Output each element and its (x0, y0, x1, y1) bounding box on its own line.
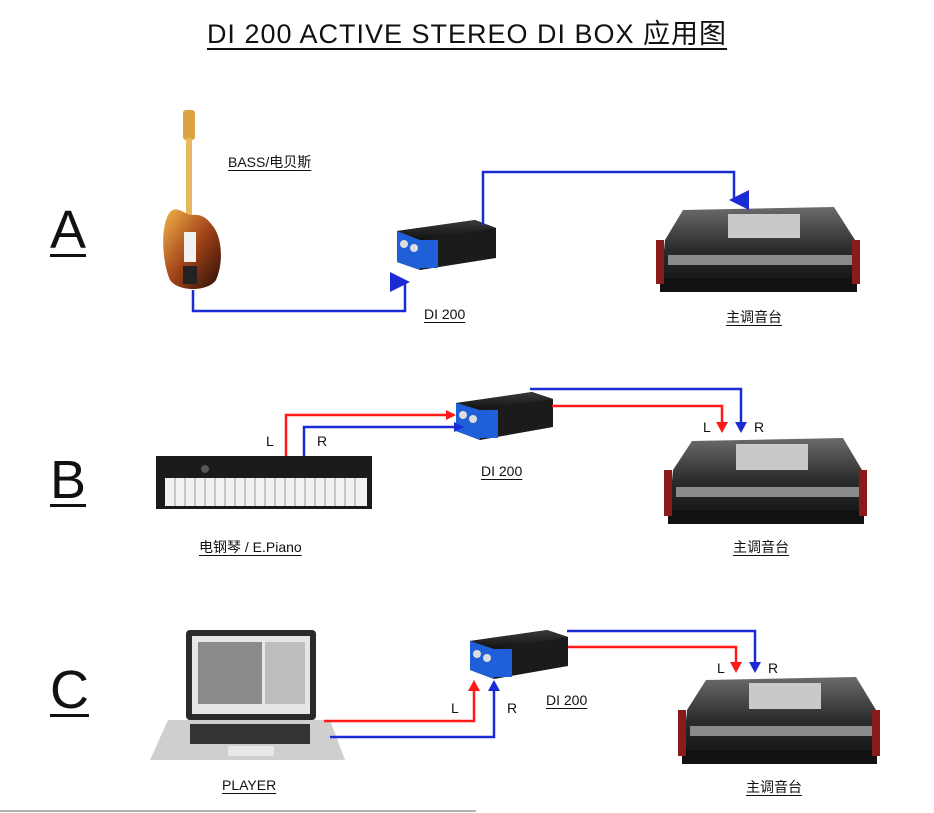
wire-b-console-left-arrowhead (716, 422, 728, 433)
wire-c-di-right-to-console (567, 629, 757, 663)
wire-c-console-left-arrowhead (730, 662, 742, 673)
section-b-letter: B (50, 450, 87, 510)
console-c-right-label: R (768, 660, 779, 676)
console-c-label: 主调音台 (746, 779, 802, 795)
di-c-label: DI 200 (546, 692, 588, 708)
bass-label: BASS/电贝斯 (228, 154, 312, 170)
laptop-right-label: R (507, 700, 518, 716)
console-c-image (678, 677, 880, 764)
keyboard-left-label: L (266, 433, 274, 449)
wire-b-console-right-arrowhead (735, 422, 747, 433)
di-a-label: DI 200 (424, 306, 466, 322)
wire-b-di-right-to-console (530, 387, 743, 423)
wire-c-right-arrowhead (488, 680, 500, 691)
wire-b-left-to-di (284, 413, 454, 456)
console-b-image (664, 438, 867, 524)
wire-b-left-arrowhead (446, 410, 456, 420)
wire-c-left-to-di (324, 690, 476, 723)
laptop-left-label: L (451, 700, 459, 716)
console-a-label: 主调音台 (726, 309, 782, 325)
keyboard-image (156, 456, 372, 509)
console-c-left-label: L (717, 660, 725, 676)
player-label: PLAYER (222, 777, 277, 793)
page-title: DI 200 ACTIVE STEREO DI BOX 应用图 (206, 19, 728, 49)
di-b-label: DI 200 (481, 463, 523, 479)
console-b-right-label: R (754, 419, 765, 435)
bass-guitar-image (163, 110, 221, 289)
wire-a-bass-to-di (191, 272, 410, 313)
section-a-letter: A (50, 200, 87, 260)
console-a-image (656, 207, 860, 292)
di-box-b-image (456, 392, 553, 440)
di-box-a-image (397, 220, 496, 270)
wire-c-di-left-to-console (568, 645, 738, 663)
wire-a-di-to-console (481, 170, 749, 225)
wire-b-right-arrowhead (454, 422, 464, 432)
console-b-label: 主调音台 (733, 539, 789, 555)
keyboard-label: 电钢琴 / E.Piano (199, 539, 302, 555)
di-box-c-image (470, 630, 568, 679)
wire-c-console-right-arrowhead (749, 662, 761, 673)
laptop-image (150, 630, 345, 760)
wire-c-left-arrowhead (468, 680, 480, 691)
wire-c-right-to-di (330, 690, 496, 739)
section-c-letter: C (50, 660, 89, 720)
console-b-left-label: L (703, 419, 711, 435)
wire-b-di-left-to-console (552, 404, 724, 423)
keyboard-right-label: R (317, 433, 328, 449)
wire-b-right-to-di (302, 425, 462, 456)
